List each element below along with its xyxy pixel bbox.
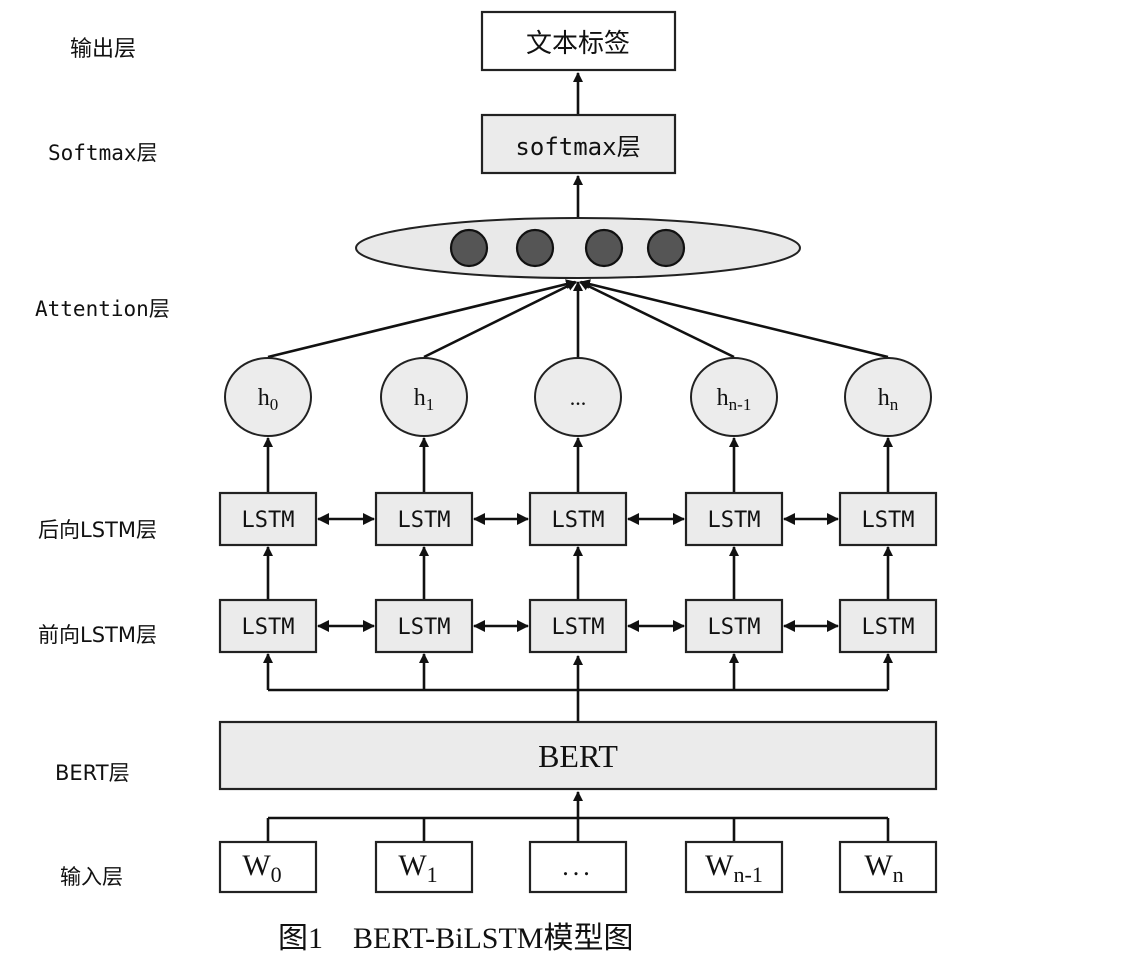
input-token-0-sub: 0	[271, 862, 282, 887]
attention-ellipse	[355, 217, 801, 279]
attention-dot	[449, 228, 489, 268]
forward-lstm-cell-label: LSTM	[398, 615, 451, 640]
hidden-node-n-1: hn-1	[690, 357, 778, 437]
input-token-n-base: W	[864, 849, 893, 882]
forward-lstm-cell-label: LSTM	[552, 615, 605, 640]
svg-text:hn: hn	[878, 385, 899, 414]
label-output-layer: 输出层	[70, 37, 136, 62]
figure-caption: 图1 BERT-BiLSTM模型图	[278, 922, 633, 955]
svg-text:h0: h0	[258, 385, 279, 414]
hidden-node-n: hn	[844, 357, 932, 437]
backward-lstm-cell	[218, 491, 318, 547]
attention-arrow	[423, 280, 577, 359]
attention-dot	[646, 228, 686, 268]
bert-box-label: BERT	[538, 738, 618, 774]
hidden-node-1: h1	[380, 357, 468, 437]
label-forward-lstm-layer: 前向LSTM层	[38, 623, 157, 647]
forward-lstm-cell-label: LSTM	[708, 615, 761, 640]
backward-lstm-cell-label: LSTM	[552, 508, 605, 533]
attention-arrow	[579, 280, 735, 359]
svg-text:h1: h1	[414, 385, 435, 414]
backward-lstm-cell	[684, 491, 784, 547]
svg-text:...: ...	[562, 852, 594, 881]
backward-lstm-row: LSTM LSTM LSTM LSTM LSTM	[218, 491, 938, 547]
forward-lstm-cell	[218, 598, 318, 654]
backward-lstm-cell	[528, 491, 628, 547]
output-box-label: 文本标签	[526, 29, 630, 59]
svg-text:Wn-1: Wn-1	[705, 849, 763, 887]
input-token-ellipsis: ...	[528, 840, 628, 894]
input-token-n-1-base: W	[705, 849, 734, 882]
forward-lstm-cell	[528, 598, 628, 654]
svg-text:W1: W1	[398, 849, 437, 887]
svg-text:Wn: Wn	[864, 849, 903, 887]
hidden-node-1-sub: 1	[426, 395, 435, 414]
bert-box	[218, 720, 938, 791]
backward-lstm-cell	[838, 491, 938, 547]
attention-arrow	[580, 279, 889, 359]
hidden-node-0-sub: 0	[270, 395, 279, 414]
backward-lstm-cell-label: LSTM	[862, 508, 915, 533]
input-token-1-sub: 1	[427, 862, 438, 887]
hidden-node-n-sub: n	[890, 395, 899, 414]
hidden-node-0-base: h	[258, 385, 270, 411]
label-backward-lstm-layer: 后向LSTM层	[38, 518, 157, 542]
backward-lstm-cell-label: LSTM	[242, 508, 295, 533]
forward-lstm-row: LSTM LSTM LSTM LSTM LSTM	[218, 598, 938, 654]
label-attention-layer: Attention层	[35, 297, 170, 321]
attention-dot	[515, 228, 555, 268]
attention-dot	[584, 228, 624, 268]
input-token-n-1: Wn-1	[684, 840, 784, 894]
hidden-node-ellipsis: ...	[534, 357, 622, 437]
backward-lstm-cell-label: LSTM	[708, 508, 761, 533]
input-token-n-sub: n	[893, 862, 904, 887]
input-token-1-base: W	[398, 849, 427, 882]
input-token-1: W1	[374, 840, 474, 894]
forward-lstm-cell-label: LSTM	[242, 615, 295, 640]
hidden-node-n-1-base: h	[717, 385, 729, 411]
label-input-layer: 输入层	[60, 865, 123, 889]
hidden-node-n-base: h	[878, 385, 890, 411]
softmax-box-label: softmax层	[515, 133, 640, 161]
label-bert-layer: BERT层	[55, 761, 130, 785]
input-token-n-1-sub: n-1	[734, 862, 763, 887]
svg-text:hn-1: hn-1	[717, 385, 752, 414]
hidden-node-n-1-sub: n-1	[729, 395, 752, 414]
forward-lstm-cell-label: LSTM	[862, 615, 915, 640]
forward-lstm-cell	[684, 598, 784, 654]
hidden-node-1-base: h	[414, 385, 426, 411]
backward-lstm-cell-label: LSTM	[398, 508, 451, 533]
output-box	[480, 10, 677, 72]
input-token-ellipsis-base: ...	[562, 852, 594, 881]
label-softmax-layer: Softmax层	[48, 141, 158, 165]
input-token-n: Wn	[838, 840, 938, 894]
forward-lstm-cell	[838, 598, 938, 654]
hidden-node-0: h0	[224, 357, 312, 437]
attention-arrow	[267, 279, 576, 359]
softmax-box	[480, 113, 677, 175]
svg-text:W0: W0	[242, 849, 281, 887]
input-token-0-base: W	[242, 849, 271, 882]
backward-lstm-cell	[374, 491, 474, 547]
hidden-node-ellipsis-base: ...	[570, 385, 587, 410]
forward-lstm-cell	[374, 598, 474, 654]
input-token-0: W0	[218, 840, 318, 894]
svg-text:...: ...	[570, 385, 587, 410]
